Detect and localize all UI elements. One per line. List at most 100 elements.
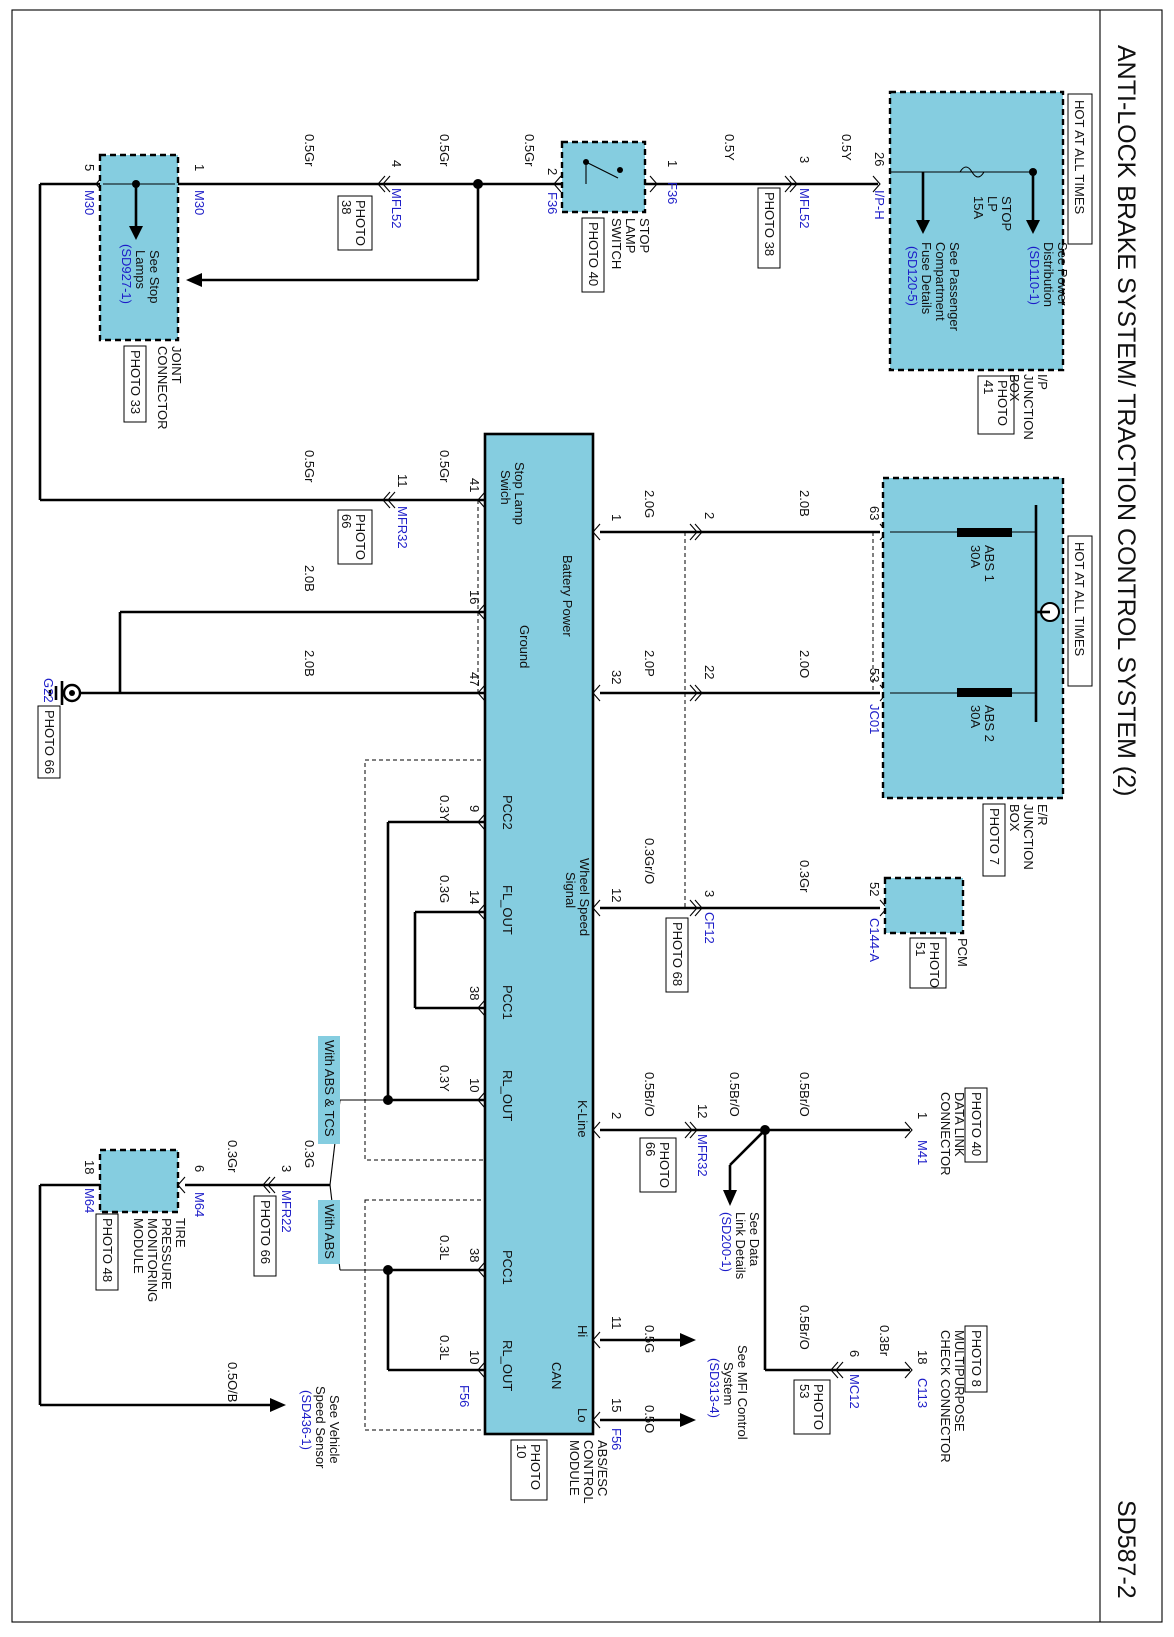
ip-ref2-line2: Compartment: [933, 242, 948, 321]
mfr32a-photo-line2: 66: [339, 514, 354, 528]
pcm-name: PCM: [955, 938, 970, 967]
wire-label: 0.5Y: [839, 134, 854, 161]
mcc-name-line2: CHECK CONNECTOR: [938, 1330, 953, 1463]
mfr32b-pin: 12: [695, 1104, 710, 1118]
tpms-pin-left: 18: [82, 1160, 97, 1174]
abs-pin-1: 1: [609, 514, 624, 521]
abs-fl-out: FL_OUT: [500, 885, 515, 935]
mfl52b-label: MFL52: [389, 188, 404, 228]
tpms-connector-left: M64: [82, 1188, 97, 1213]
abs-wheel-speed-line1: Wheel Speed: [577, 858, 592, 936]
wire-label: 0.3Gr/O: [642, 838, 657, 884]
mfr32b-photo-line2: 66: [643, 1142, 658, 1156]
ip-junction-box: HOT AT ALL TIMES STOP LP 15A See Power D…: [872, 90, 1093, 440]
option-abs-tcs: With ABS & TCS: [322, 1040, 337, 1137]
mfl52a-label: MFL52: [797, 188, 812, 228]
er-hot-label: HOT AT ALL TIMES: [1072, 542, 1087, 656]
jc-ref-line1: See Stop: [147, 250, 162, 304]
ip-ref2-link[interactable]: (SD120-5): [905, 246, 920, 306]
cf-pin-2: 2: [702, 512, 717, 519]
jc-pin-left: 5: [82, 164, 97, 171]
jc-ref-line2: Lamps: [133, 250, 148, 290]
vss-ref-link[interactable]: (SD436-1): [299, 1390, 314, 1450]
er-name-line3: BOX: [1007, 804, 1022, 832]
mfr32b-label: MFR32: [695, 1134, 710, 1177]
abs-wheel-speed-line2: Signal: [563, 872, 578, 908]
dlc-name-line1: DATA LINK: [952, 1092, 967, 1157]
abs-pin-38b: 38: [467, 1248, 482, 1262]
wire-label: 0.3L: [437, 1335, 452, 1360]
mfl52a-photo: PHOTO 38: [762, 192, 777, 256]
abs-rl-out-b: RL_OUT: [500, 1340, 515, 1391]
mc12-photo-line2: 53: [797, 1384, 812, 1398]
jc-connector-right: M30: [192, 190, 207, 215]
wire-label: 0.3G: [302, 1140, 317, 1168]
wire-label: 0.5Gr: [302, 450, 317, 483]
jc-ref-link[interactable]: (SD927-1): [119, 244, 134, 304]
ip-connector: I/P-H: [872, 190, 887, 220]
er-fuse1-line1: ABS 1: [982, 545, 997, 582]
wire-label: 0.3Br: [877, 1325, 892, 1357]
pcm-connector: C144-A: [867, 918, 882, 962]
wire-label: 0.5Br/O: [727, 1072, 742, 1117]
ip-fuse-line1: STOP: [999, 196, 1014, 231]
joint-connector: See Stop Lamps (SD927-1) JOINT CONNECTOR…: [82, 153, 207, 430]
wire-label: 2.0G: [642, 490, 657, 518]
abs-pcc1-b: PCC1: [500, 1250, 515, 1285]
abs-can-hi: Hi: [575, 1325, 590, 1337]
wire-label: 0.3Gr: [797, 860, 812, 893]
splices: [383, 179, 770, 1275]
jc-pin-right: 1: [192, 164, 207, 171]
abs-kline: K-Line: [575, 1100, 590, 1138]
dlc-ref-line2: Link Details: [733, 1212, 748, 1280]
er-name-line1: E/R: [1035, 804, 1050, 826]
abs-photo-line1: PHOTO: [528, 1444, 543, 1490]
wire-label: 2.0P: [642, 650, 657, 677]
abs-connector: F56: [457, 1385, 472, 1407]
dlc-ref-link[interactable]: (SD200-1): [719, 1212, 734, 1272]
ip-name-line2: JUNCTION: [1021, 374, 1036, 440]
mfl52b-photo-line2: 38: [339, 200, 354, 214]
vss-ref-line1: See Vehicle: [327, 1395, 342, 1464]
tpms-connector-right: M64: [192, 1192, 207, 1217]
mfr32a-pin: 11: [395, 474, 410, 488]
wire-label: 0.5Br/O: [642, 1072, 657, 1117]
wire-label: 2.0B: [797, 490, 812, 517]
wire-label: 0.3Gr: [225, 1140, 240, 1173]
er-fuse2-line1: ABS 2: [982, 705, 997, 742]
g22-photo: PHOTO 66: [42, 710, 57, 774]
abs-name-line1: ABS/ESC: [595, 1440, 610, 1496]
mfi-ref-line2: System: [721, 1362, 736, 1405]
dlc-connector: M41: [915, 1140, 930, 1165]
abs-name-line2: CONTROL: [581, 1440, 596, 1504]
dlc-name-line2: CONNECTOR: [938, 1092, 953, 1176]
jc-name-line2: CONNECTOR: [155, 346, 170, 430]
er-junction-box: HOT AT ALL TIMES ABS 1 30A ABS 2 30A E/R…: [867, 476, 1093, 877]
abs-pin-10b: 10: [467, 1350, 482, 1364]
sls-connector-left: F36: [545, 192, 560, 214]
ip-ref1-line1: See Power: [1055, 242, 1070, 306]
abs-stop-lamp-line2: Swich: [498, 470, 513, 505]
dlc-pin: 1: [915, 1112, 930, 1119]
stop-lamp-switch: STOP LAMP SWITCH PHOTO 40 2 1 F36 F36: [545, 140, 680, 293]
mfi-ref-link[interactable]: (SD313-4): [707, 1358, 722, 1418]
wire-label: 0.5Gr: [302, 134, 317, 167]
abs-pin-15: 15: [609, 1398, 624, 1412]
g22-label: G22: [41, 678, 56, 703]
ground-g22: G22 PHOTO 66: [37, 678, 82, 779]
abs-pin-11: 11: [609, 1316, 624, 1330]
abs-can: CAN: [549, 1362, 564, 1389]
mcc-connector: C113: [915, 1378, 930, 1408]
jc-photo: PHOTO 33: [128, 350, 143, 414]
ip-ref1-link[interactable]: (SD110-1): [1027, 246, 1042, 305]
abs-pin-14: 14: [467, 890, 482, 904]
jc-name-line1: JOINT: [169, 346, 184, 384]
dlc-ref-line1: See Data: [747, 1212, 762, 1267]
mcc-pin: 18: [915, 1350, 930, 1364]
ip-photo-line2: 41: [981, 380, 996, 394]
pcm-module: PCM PHOTO 51 52 C144-A: [867, 876, 970, 989]
abs-pin-numbers: 41 16 47 1 32 12 2 11 15 9 14 38 10 38 1…: [467, 478, 624, 1412]
mfi-ref-line1: See MFI Control: [735, 1345, 750, 1440]
wire-label: 0.5Gr: [437, 134, 452, 167]
mc12-photo-line1: PHOTO: [811, 1384, 826, 1430]
